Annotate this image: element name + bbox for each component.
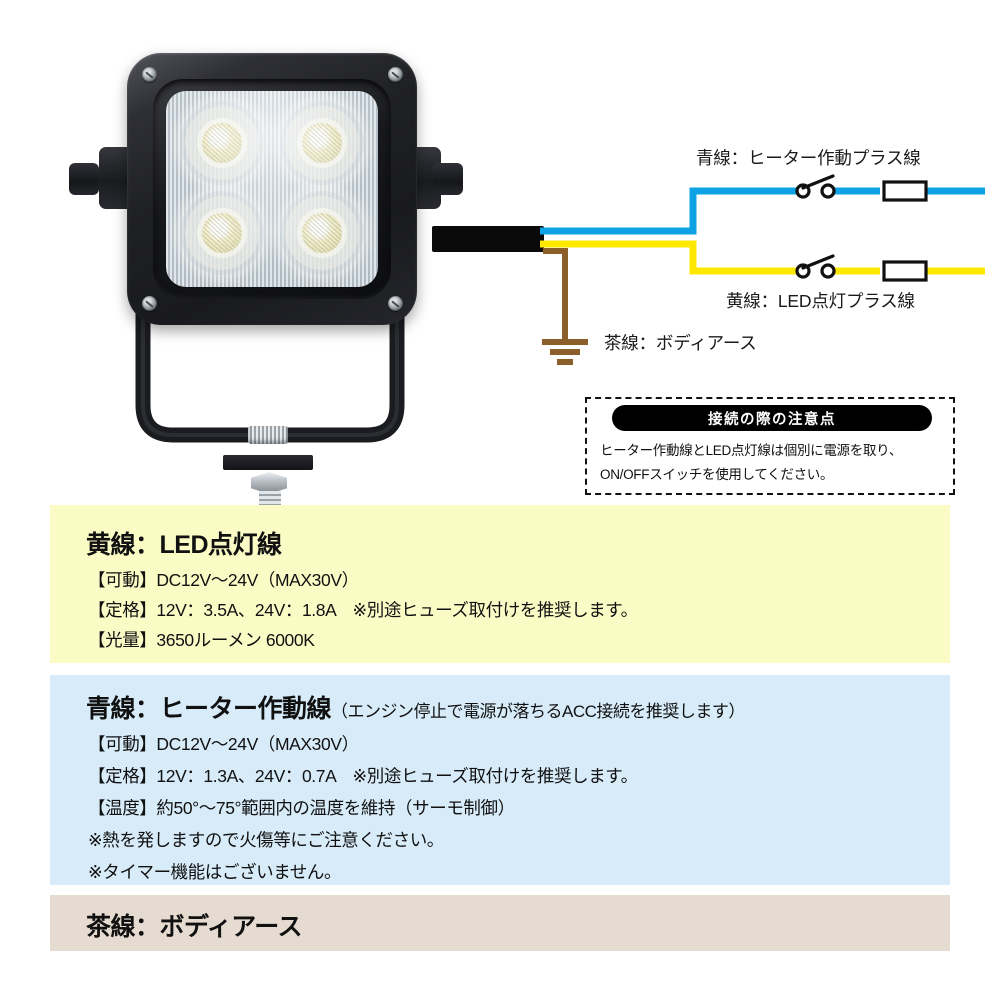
notice-text-line: ヒーター作動線とLED点灯線は個別に電源を取り、 bbox=[600, 443, 903, 458]
spec-panel-led-wire: 黄線：LED点灯線 【可動】DC12V〜24V（MAX30V） 【定格】12V：… bbox=[50, 505, 950, 663]
hex-nut bbox=[251, 472, 287, 494]
notice-header-title: 接続の際の注意点 bbox=[612, 405, 932, 431]
wiring-diagram-area: 青線：ヒーター作動プラス線 黄線：LED点灯プラス線 茶線：ボディアース 接続の… bbox=[0, 0, 1000, 505]
lamp-bezel bbox=[153, 79, 391, 299]
product-image-led-work-light bbox=[55, 35, 475, 525]
connection-notice-box: 接続の際の注意点 ヒーター作動線とLED点灯線は個別に電源を取り、 ON/OFF… bbox=[585, 397, 955, 495]
mount-plate bbox=[223, 455, 313, 470]
adjust-knob-left bbox=[69, 163, 99, 195]
spec-line-rating: 【定格】12V：3.5A、24V：1.8A ※別途ヒューズ取付けを推奨します。 bbox=[88, 600, 638, 620]
brown-wire-label: 茶線：ボディアース bbox=[604, 333, 757, 353]
panel-title-body-ground: 茶線：ボディアース bbox=[86, 913, 303, 941]
spec-line-rating: 【定格】12V：1.3A、24V：0.7A ※別途ヒューズ取付けを推奨します。 bbox=[88, 766, 638, 786]
panel-title-led-wire: 黄線：LED点灯線 bbox=[86, 531, 282, 559]
lamp-housing bbox=[127, 53, 417, 325]
yellow-fuse-symbol bbox=[882, 260, 928, 282]
spec-panel-body-ground: 茶線：ボディアース bbox=[50, 895, 950, 951]
spec-line-voltage: 【可動】DC12V〜24V（MAX30V） bbox=[88, 570, 359, 590]
notice-text-line: ON/OFFスイッチを使用してください。 bbox=[600, 467, 834, 482]
ground-symbol bbox=[542, 339, 588, 365]
yellow-wire-label: 黄線：LED点灯プラス線 bbox=[726, 291, 915, 311]
thumb-nut bbox=[248, 426, 288, 444]
housing-screw bbox=[142, 67, 157, 82]
brown-wire-path bbox=[543, 248, 568, 342]
lens-plate bbox=[166, 91, 378, 287]
housing-screw bbox=[388, 296, 403, 311]
blue-switch-symbol bbox=[795, 174, 836, 199]
adjust-knob-right bbox=[433, 163, 463, 195]
cable-sheath bbox=[432, 226, 544, 252]
spec-line-lumens: 【光量】3650ルーメン 6000K bbox=[88, 630, 315, 650]
panel-title-heater-wire: 青線：ヒーター作動線（エンジン停止で電源が落ちるACC接続を推奨します） bbox=[86, 689, 745, 725]
housing-screw bbox=[388, 67, 403, 82]
panel-title-heater-sub: （エンジン停止で電源が落ちるACC接続を推奨します） bbox=[331, 702, 745, 721]
yellow-switch-symbol bbox=[795, 254, 836, 279]
spec-line-no-timer: ※タイマー機能はございません。 bbox=[88, 862, 342, 882]
housing-screw bbox=[142, 296, 157, 311]
blue-fuse-symbol bbox=[882, 180, 928, 202]
wire-harness-svg bbox=[540, 174, 985, 365]
panel-title-heater-main: 青線：ヒーター作動線 bbox=[86, 695, 332, 723]
spec-line-temperature: 【温度】約50°〜75°範囲内の温度を維持（サーモ制御） bbox=[88, 798, 515, 818]
spec-panel-heater-wire: 青線：ヒーター作動線（エンジン停止で電源が落ちるACC接続を推奨します） 【可動… bbox=[50, 675, 950, 885]
spec-line-voltage: 【可動】DC12V〜24V（MAX30V） bbox=[88, 734, 359, 754]
spec-line-burn-warning: ※熱を発しますので火傷等にご注意ください。 bbox=[88, 830, 444, 850]
blue-wire-label: 青線：ヒーター作動プラス線 bbox=[696, 148, 921, 168]
